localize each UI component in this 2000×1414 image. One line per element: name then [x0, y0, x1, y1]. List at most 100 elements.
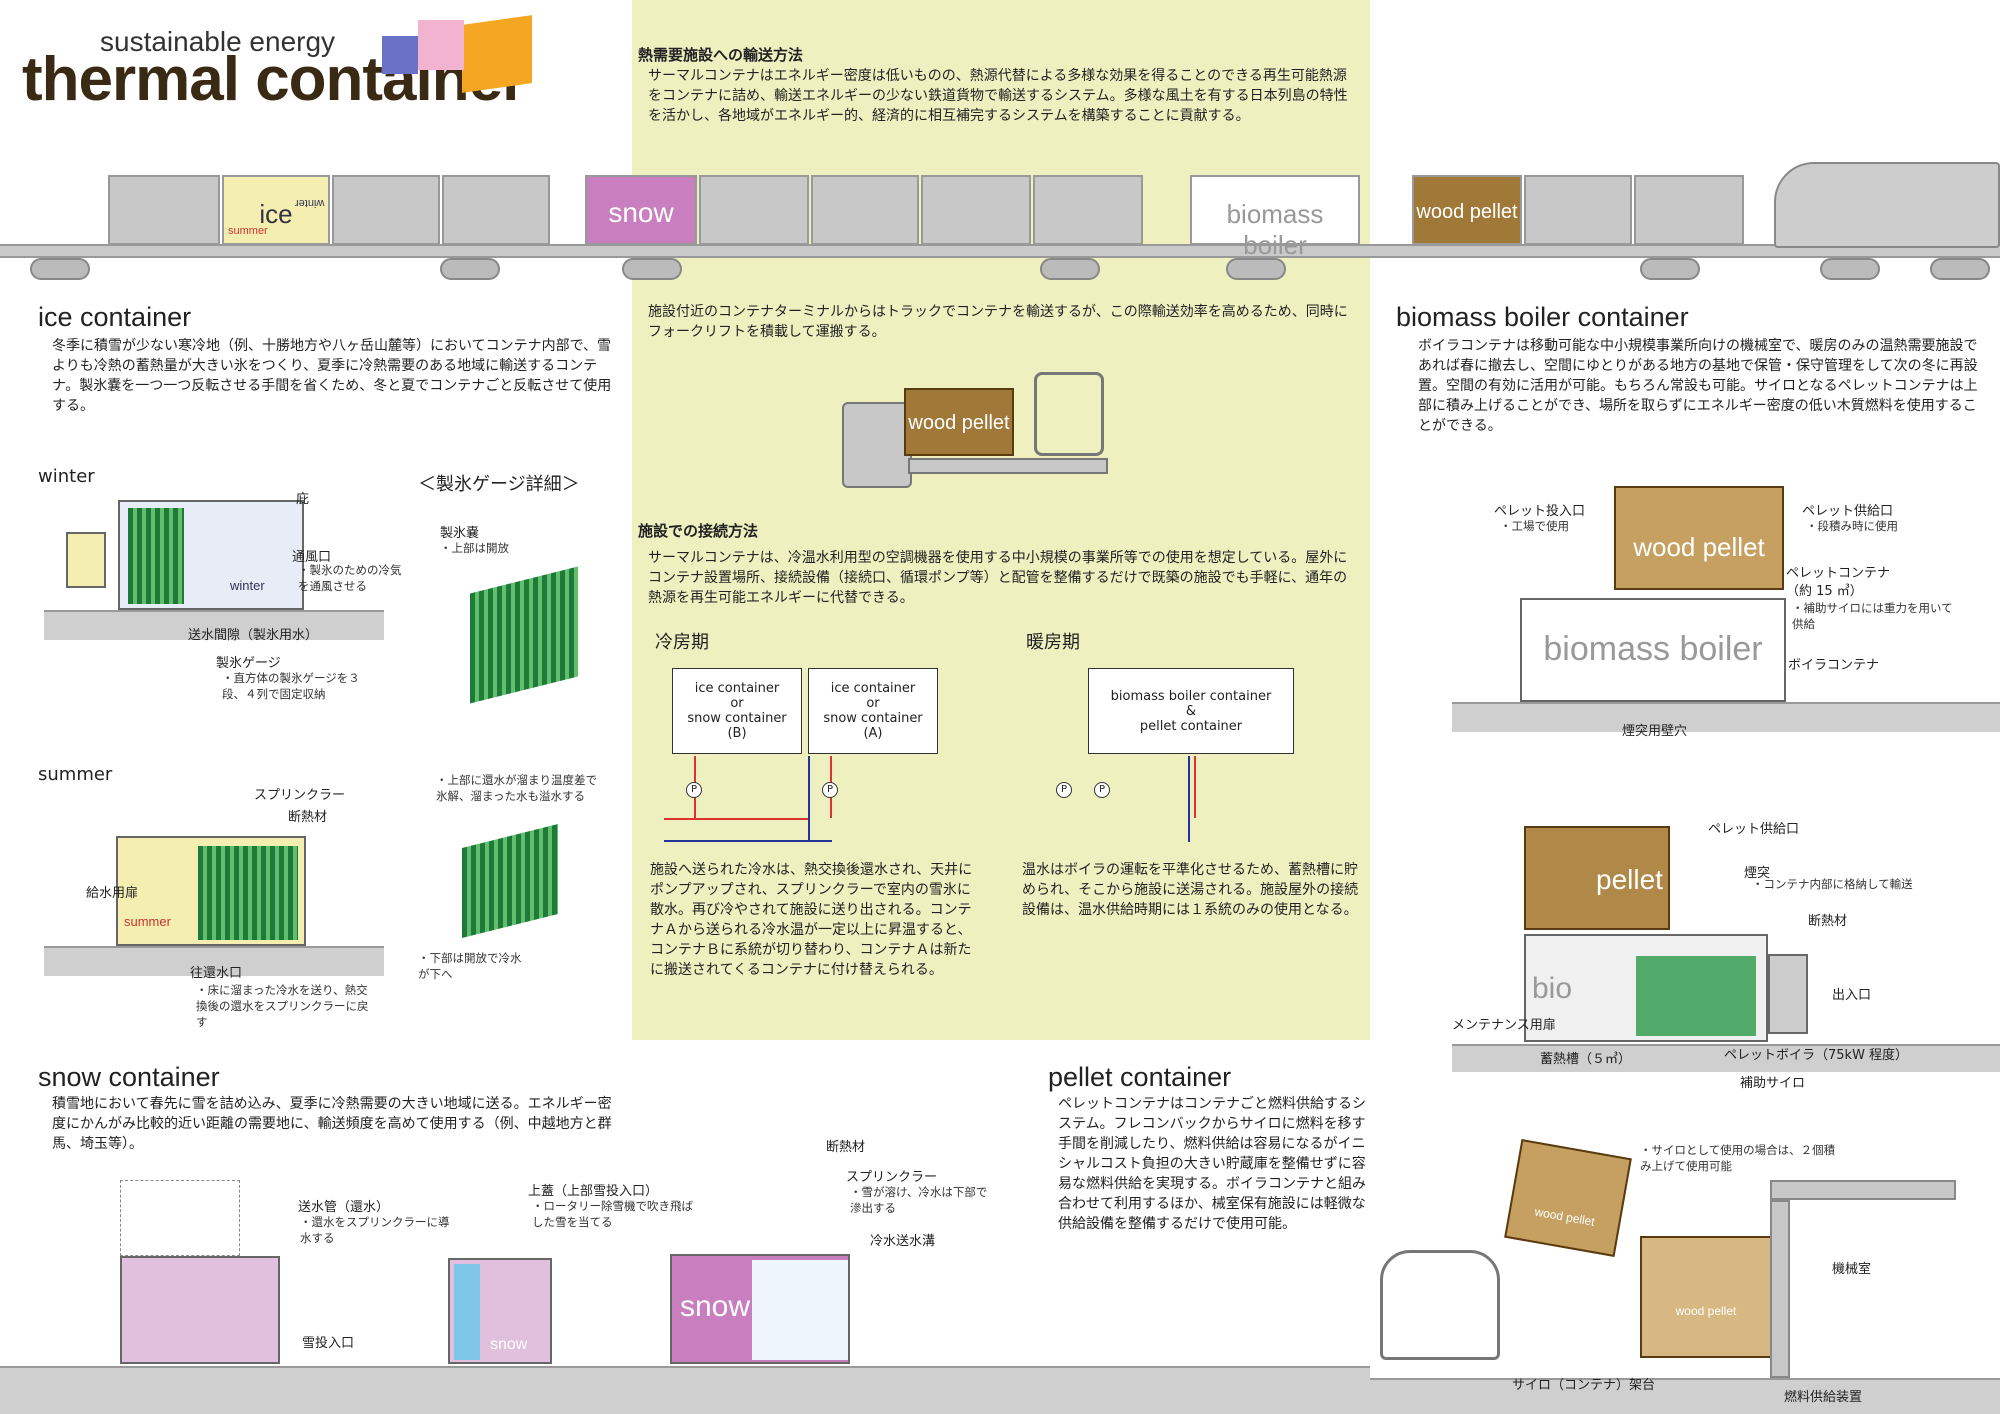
ground — [44, 610, 384, 640]
heating-body: 温水はボイラの運転を平準化させるため、蓄熱槽に貯められ、そこから施設に送湯される… — [1022, 862, 1359, 918]
pellet-boiler — [1636, 956, 1756, 1036]
snow-body: 積雪地において春先に雪を詰め込み、夏季に冷熱需要の大きい地域に送る。エネルギー密… — [52, 1096, 612, 1152]
container-gray — [811, 175, 919, 245]
container-biomass-label: biomass boiler — [1226, 199, 1324, 260]
biomass-body: ボイラコンテナは移動可能な中小規模事業所向けの機械室で、暖房のみの温熱需要施設で… — [1418, 338, 1978, 434]
insulation-label: 断熱材 — [288, 810, 328, 825]
feeder-label: 燃料供給装置 — [1784, 1390, 1863, 1405]
ice-summer-container: summer — [116, 836, 306, 946]
box-line: or — [730, 696, 744, 711]
vent-label: 通風口 — [292, 550, 332, 565]
logo-subtitle: sustainable energy — [100, 26, 336, 57]
train-chassis — [0, 244, 2000, 258]
hot-pipe — [1194, 756, 1196, 818]
heating-box: biomass boiler container & pellet contai… — [1088, 668, 1294, 754]
sprinkler-label: スプリンクラー — [254, 788, 346, 803]
ice-title: ice container — [38, 302, 192, 332]
snow-channel-label: 冷水送水溝 — [870, 1234, 936, 1249]
snow-pipe-note: ・還水をスプリンクラーに導水する — [300, 1215, 450, 1245]
box-line: (B) — [727, 726, 747, 741]
truck-description: 施設付近のコンテナターミナルからはトラックでコンテナを輸送するが、この際輸送効率… — [648, 304, 1348, 340]
eave-label: 庇 — [296, 492, 310, 507]
container-wood-pellet: wood pellet — [1412, 175, 1522, 245]
bogie — [440, 258, 500, 280]
ice-body: 冬季に積雪が少ない寒冷地（例、十勝地方や八ヶ岳山麓等）においてコンテナ内部で、雪… — [52, 338, 612, 414]
silo-tag: wood pellet — [1675, 1304, 1737, 1318]
cold-pipe — [1188, 756, 1190, 842]
gap-label: 送水間隙（製氷用水） — [188, 628, 319, 643]
stack-supply-note: ・段積み時に使用 — [1806, 519, 1898, 533]
building-wall — [1770, 1200, 1790, 1378]
ice-winter-container: winter — [118, 500, 304, 610]
section-chimney-note: ・コンテナ内部に格納して輸送 — [1752, 877, 1913, 891]
container-gray — [442, 175, 550, 245]
container-gray — [1634, 175, 1744, 245]
stack-boiler-tag: biomass boiler — [1543, 630, 1763, 668]
rack-label: サイロ（コンテナ）架台 — [1512, 1378, 1656, 1393]
box-line: & — [1185, 703, 1197, 719]
pellet-container-silo: wood pellet — [1640, 1236, 1772, 1358]
summer-tag: summer — [124, 914, 171, 929]
stack-boiler-container: biomass boiler — [1520, 598, 1786, 702]
container-ice-summer: summer — [228, 225, 268, 237]
cooling-box-a: ice container or snow container (A) — [808, 668, 938, 754]
pellet-title: pellet container — [1048, 1062, 1232, 1092]
box-line: biomass boiler container — [1110, 688, 1272, 704]
chimney-hole-label: 煙突用壁穴 — [1622, 724, 1688, 739]
section-boiler-container: bio — [1524, 934, 1768, 1042]
container-ice-label: ice — [259, 199, 293, 229]
transport-panel-background — [632, 0, 1370, 1040]
stack-pellet-label: ペレットコンテナ — [1786, 566, 1891, 581]
section-pellet-tag: pellet — [1596, 864, 1663, 895]
container-gray — [921, 175, 1031, 245]
port-label: 往還水口 — [190, 966, 243, 981]
ground — [1370, 1378, 2000, 1414]
container-pellet-label: wood pellet — [1416, 201, 1518, 223]
vent-note: ・製氷のための冷気を通風させる — [298, 563, 402, 593]
stack-inlet-label: ペレット投入口 — [1494, 504, 1586, 519]
snow-title: snow container — [38, 1062, 220, 1092]
snow-side-tag: snow — [490, 1336, 528, 1353]
stack-pellet-tag: wood pellet — [1633, 532, 1765, 562]
ice-winter-door — [66, 532, 106, 588]
summer-label: summer — [38, 764, 113, 785]
box-line: ice container — [830, 681, 916, 696]
pellet-body: ペレットコンテナはコンテナごと燃料供給するシステム。フレコンバックからサイロに燃… — [1058, 1096, 1366, 1232]
bogie — [1640, 258, 1700, 280]
machine-room-label: 機械室 — [1832, 1262, 1872, 1277]
snow-lid-note: ・ロータリー除雪機で吹き飛ばした雪を当てる — [532, 1199, 693, 1229]
pump-icon: P — [686, 782, 702, 798]
snow-section-tag: snow — [680, 1290, 751, 1323]
pump-icon: P — [822, 782, 838, 798]
winter-tag: winter — [230, 578, 265, 593]
bogie — [1040, 258, 1100, 280]
section-boiler-label: ペレットボイラ（75kW 程度） — [1724, 1048, 1909, 1063]
gauge-detail-title: ＜製氷ゲージ詳細＞ — [418, 474, 580, 495]
truck-cab — [842, 402, 912, 488]
lifted-tag: wood pellet — [1533, 1204, 1596, 1229]
box-line: or — [866, 696, 880, 711]
snow-container-side: snow — [448, 1258, 552, 1364]
container-gray — [1033, 175, 1143, 245]
gauge-bottom-note: ・下部は開放で冷水が下へ — [418, 951, 522, 981]
ground — [44, 946, 384, 976]
section-chimney-label: 煙突 — [1744, 866, 1771, 881]
stack-pellet-container: wood pellet — [1614, 486, 1784, 590]
ice-gauge-stack — [128, 508, 184, 604]
truck-container-label: wood pellet — [908, 412, 1010, 434]
water-door-label: 給水用扉 — [86, 886, 139, 901]
box-line: ice container — [694, 681, 780, 696]
bogie — [1226, 258, 1286, 280]
bogie — [622, 258, 682, 280]
cooling-body: 施設へ送られた冷水は、熱交換後還水され、天井にポンプアップされ、スプリンクラーで… — [650, 862, 973, 978]
box-line: pellet container — [1139, 718, 1243, 734]
stack-inlet-note: ・工場で使用 — [1500, 519, 1569, 533]
ice-gauge-detail — [470, 566, 578, 704]
stack-boiler-label: ボイラコンテナ — [1788, 658, 1880, 673]
ice-gauge-summer — [462, 824, 558, 938]
gauge-note: ・直方体の製氷ゲージを３段、４列で固定収納 — [222, 671, 360, 701]
cold-pipe — [808, 756, 810, 842]
pump-icon: P — [1094, 782, 1110, 798]
ground — [1452, 702, 2000, 732]
bogie — [30, 258, 90, 280]
